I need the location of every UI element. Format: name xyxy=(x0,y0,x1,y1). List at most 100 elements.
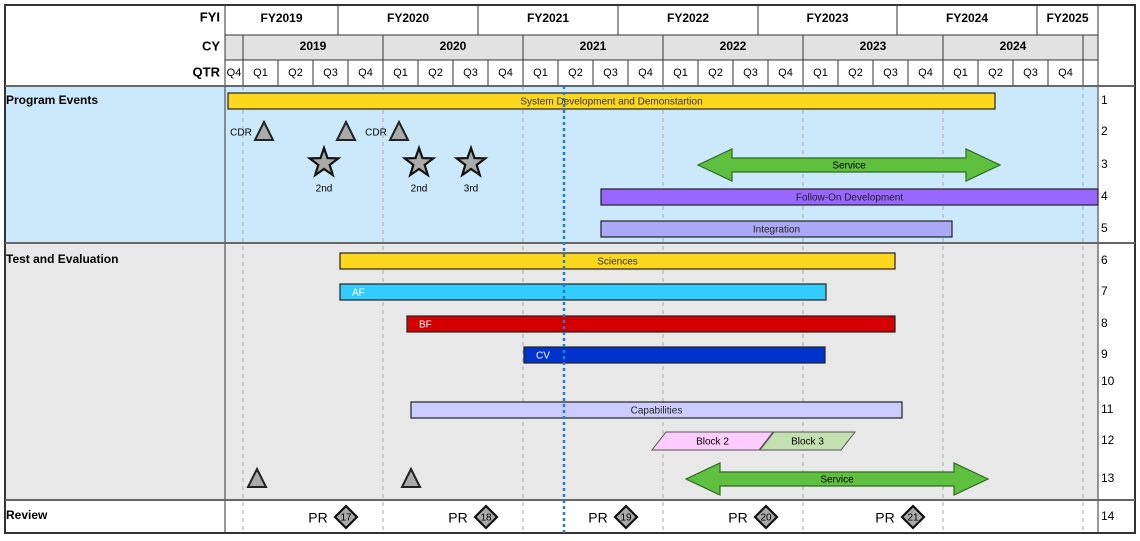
row-number: 5 xyxy=(1101,221,1108,235)
row-number: 4 xyxy=(1101,189,1108,203)
fy-cell: FY2020 xyxy=(387,11,429,25)
cy-cell: 2019 xyxy=(300,39,327,53)
fy-cell: FY2022 xyxy=(667,11,709,25)
qtr-cell: Q2 xyxy=(428,67,443,79)
qtr-cell: Q3 xyxy=(323,67,338,79)
milestone-triangle-icon xyxy=(253,119,275,141)
qtr-cell: Q4 xyxy=(1058,67,1073,79)
row-number: 11 xyxy=(1101,402,1114,416)
task-bar-label: AF xyxy=(352,288,365,299)
cy-cell: 2020 xyxy=(440,39,467,53)
task-bar xyxy=(339,252,896,270)
block-parallelogram xyxy=(650,431,775,451)
review-prefix: PR xyxy=(308,510,327,526)
cy-cell: 2024 xyxy=(1000,39,1027,53)
cy-cell: 2022 xyxy=(720,39,747,53)
task-bar xyxy=(339,283,827,301)
milestone-star-icon xyxy=(401,144,437,178)
qtr-cell: Q1 xyxy=(533,67,548,79)
fy-cell: FY2024 xyxy=(946,11,988,25)
review-number: 18 xyxy=(480,513,492,524)
block-parallelogram xyxy=(758,431,857,451)
qtr-cell: Q3 xyxy=(463,67,478,79)
task-bar-label: Capabilities xyxy=(631,406,683,417)
task-bar-label: System Development and Demonstartion xyxy=(520,97,702,108)
review-number: 19 xyxy=(620,513,632,524)
review-diamond-icon xyxy=(613,504,639,530)
section-label: Program Events xyxy=(6,93,98,107)
service-label: Service xyxy=(820,475,854,486)
row-number: 13 xyxy=(1101,471,1115,485)
frame xyxy=(4,4,1136,534)
fy-cell: FY2025 xyxy=(1046,11,1088,25)
review-number: 21 xyxy=(907,513,919,524)
review-diamond-icon xyxy=(473,504,499,530)
qtr-cell: Q4 xyxy=(358,67,373,79)
milestone-triangle-icon xyxy=(246,466,268,488)
review-diamond-icon xyxy=(333,504,359,530)
task-bar-label: Sciences xyxy=(597,257,638,268)
milestone-star-icon xyxy=(453,144,489,178)
task-bar xyxy=(406,315,896,333)
row-number: 1 xyxy=(1101,93,1108,107)
qtr-cell: Q4 xyxy=(918,67,933,79)
review-number: 17 xyxy=(340,513,352,524)
task-bar-label: BF xyxy=(419,320,432,331)
task-bar xyxy=(523,346,826,364)
row-number: 8 xyxy=(1101,316,1108,330)
cdr-label: CDR xyxy=(230,128,252,139)
row-number: 10 xyxy=(1101,374,1115,388)
qtr-cell: Q4 xyxy=(498,67,513,79)
qtr-label: QTR xyxy=(193,64,221,79)
task-bar xyxy=(600,220,953,238)
task-bar-label: Integration xyxy=(753,225,800,236)
block-label: Block 3 xyxy=(791,437,824,448)
service-arrow xyxy=(684,462,990,496)
review-prefix: PR xyxy=(728,510,747,526)
qtr-cell: Q3 xyxy=(603,67,618,79)
qtr-cell: Q2 xyxy=(988,67,1003,79)
milestone-triangle-icon xyxy=(400,466,422,488)
milestone-triangle-icon xyxy=(335,119,357,141)
task-bar xyxy=(600,188,1099,206)
section-review xyxy=(5,500,1135,533)
review-diamond-icon xyxy=(753,504,779,530)
qtr-cell: Q3 xyxy=(743,67,758,79)
cy-label: CY xyxy=(202,38,220,53)
task-bar xyxy=(227,92,996,110)
row-number-column xyxy=(1098,86,1135,533)
qtr-cell: Q2 xyxy=(848,67,863,79)
cy-cell: 2021 xyxy=(580,39,607,53)
qtr-cell: Q2 xyxy=(288,67,303,79)
qtr-cell: Q4 xyxy=(638,67,653,79)
row-number: 6 xyxy=(1101,253,1108,267)
row-number: 7 xyxy=(1101,284,1108,298)
qtr-cell: Q1 xyxy=(253,67,268,79)
milestone-triangle-icon xyxy=(388,119,410,141)
section-label: Review xyxy=(6,508,48,522)
section-test-evaluation xyxy=(5,243,1135,500)
milestone-star-icon xyxy=(306,144,342,178)
qtr-cell: Q4 xyxy=(778,67,793,79)
qtr-cell: Q1 xyxy=(393,67,408,79)
service-label: Service xyxy=(832,161,866,172)
task-bar-label: Follow-On Development xyxy=(796,193,903,204)
task-bar xyxy=(410,401,903,419)
qtr-cell: Q3 xyxy=(883,67,898,79)
qtr-cell: Q2 xyxy=(708,67,723,79)
row-number: 12 xyxy=(1101,433,1115,447)
review-number: 20 xyxy=(760,513,772,524)
block-label: Block 2 xyxy=(696,437,729,448)
service-arrow xyxy=(696,148,1002,182)
review-prefix: PR xyxy=(588,510,607,526)
star-label: 2nd xyxy=(316,184,333,195)
cy-row-bg xyxy=(225,35,1098,60)
fy-cell: FY2019 xyxy=(260,11,302,25)
section-label: Test and Evaluation xyxy=(6,252,118,266)
row-number: 9 xyxy=(1101,347,1108,361)
cy-cell: 2023 xyxy=(860,39,887,53)
row-number: 3 xyxy=(1101,157,1108,171)
row-number: 2 xyxy=(1101,124,1108,138)
cdr-label: CDR xyxy=(365,128,387,139)
